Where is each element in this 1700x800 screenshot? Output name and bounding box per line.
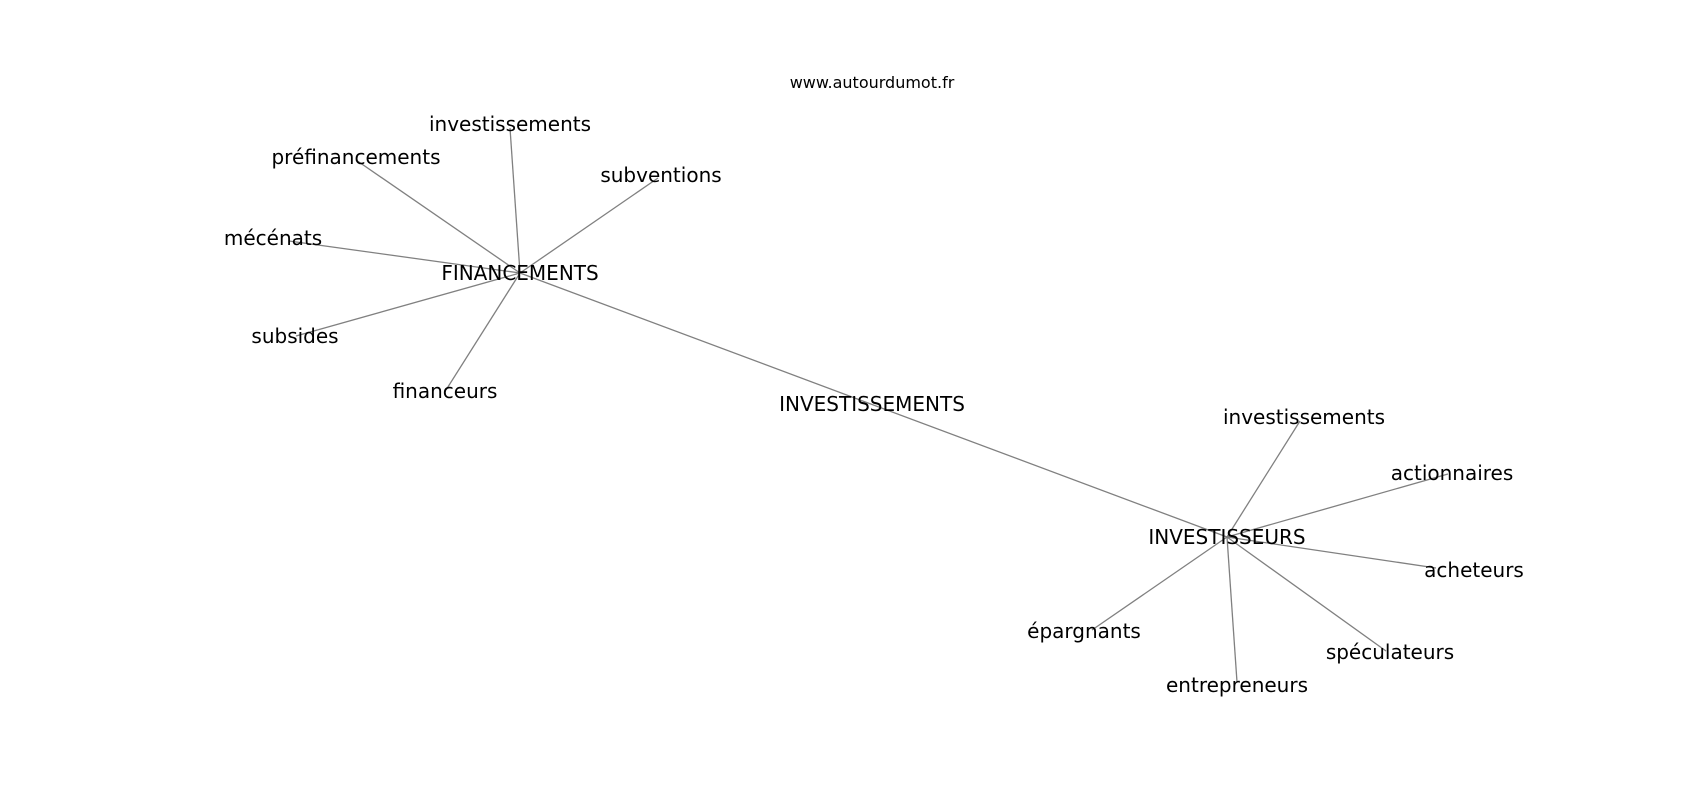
edge-inv-to-inv-epargnants <box>1091 536 1228 631</box>
labels-layer: INVESTISSEMENTS FINANCEMENTS INVESTISSEURS… <box>224 112 1524 697</box>
edge-fin-to-inv <box>519 272 1228 538</box>
edges-layer <box>288 127 1449 683</box>
node-label-inv-speculateurs[interactable]: spéculateurs <box>1326 640 1454 664</box>
edge-fin-to-fin-financeurs <box>445 272 521 391</box>
node-label-fin[interactable]: FINANCEMENTS <box>441 261 598 285</box>
node-label-inv-actionnaires[interactable]: actionnaires <box>1391 461 1514 485</box>
edge-fin-to-fin-prefinancements <box>355 159 521 274</box>
edge-inv-to-inv-actionnaires <box>1226 473 1449 538</box>
node-label-fin-subsides[interactable]: subsides <box>251 324 338 348</box>
edge-inv-to-inv-entrepreneurs <box>1226 536 1238 683</box>
edge-inv-to-inv-speculateurs <box>1226 536 1387 652</box>
node-label-inv-epargnants[interactable]: épargnants <box>1027 619 1141 643</box>
edge-fin-to-fin-subventions <box>519 177 659 274</box>
node-label-inv-entrepreneurs[interactable]: entrepreneurs <box>1166 673 1308 697</box>
node-label-inv[interactable]: INVESTISSEURS <box>1148 525 1305 549</box>
edge-fin-to-fin-mecenats <box>288 240 521 274</box>
node-label-fin-financeurs[interactable]: financeurs <box>393 379 498 403</box>
node-label-fin-investissements[interactable]: investissements <box>429 112 591 136</box>
edge-fin-to-fin-subsides <box>295 272 521 337</box>
node-label-center[interactable]: INVESTISSEMENTS <box>779 392 965 416</box>
node-label-fin-subventions[interactable]: subventions <box>600 163 721 187</box>
edge-fin-to-fin-investissements <box>509 127 521 274</box>
node-label-fin-prefinancements[interactable]: préfinancements <box>271 145 440 169</box>
watermark-text: www.autourdumot.fr <box>790 73 955 92</box>
edge-inv-to-inv-acheteurs <box>1226 536 1437 569</box>
node-label-fin-mecenats[interactable]: mécénats <box>224 226 322 250</box>
node-label-inv-investissements[interactable]: investissements <box>1223 405 1385 429</box>
edge-inv-to-inv-investissements <box>1226 420 1301 538</box>
node-label-inv-acheteurs[interactable]: acheteurs <box>1424 558 1524 582</box>
